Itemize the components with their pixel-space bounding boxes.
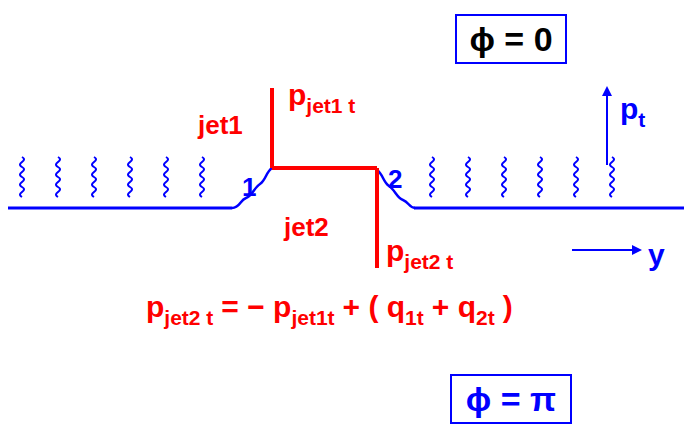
- momentum-formula: jet2 t: [164, 306, 213, 329]
- angle-label: ϕ = 0: [469, 22, 552, 56]
- momentum-formula: + q: [432, 290, 476, 323]
- momentum-formula: + ( q: [343, 290, 406, 323]
- jet-label: jet1: [198, 110, 243, 140]
- axis-label: p: [620, 92, 638, 125]
- angle-label: ϕ = π: [466, 382, 556, 416]
- momentum-formula: 2t: [476, 306, 495, 329]
- momentum-label: p: [288, 78, 306, 111]
- axis-label: y: [648, 238, 665, 271]
- vertex-number: 2: [388, 164, 402, 194]
- vertex-number: 1: [242, 172, 256, 202]
- phi-pi-box: ϕ = π: [450, 374, 572, 424]
- momentum-label-group: pjet1 t: [288, 80, 355, 116]
- momentum-label: jet2 t: [404, 250, 453, 273]
- vertex-number-group: 1: [242, 174, 256, 200]
- momentum-label-group: pjet2 t: [386, 236, 453, 272]
- momentum-formula: 1t: [405, 306, 424, 329]
- momentum-label: jet1 t: [306, 94, 355, 117]
- phi-zero-box: ϕ = 0: [455, 14, 567, 64]
- jet-label-group: jet2: [284, 214, 329, 240]
- momentum-formula: p: [146, 290, 164, 323]
- axis-label-group: pt: [620, 94, 645, 130]
- momentum-formula-group: pjet2 t = − pjet1t + ( q1t + q2t): [146, 292, 513, 328]
- momentum-label: p: [386, 234, 404, 267]
- momentum-formula: ): [503, 290, 513, 323]
- momentum-formula: = − p: [221, 290, 291, 323]
- vertex-number-group: 2: [388, 166, 402, 192]
- axis-label: t: [638, 108, 645, 131]
- momentum-formula: jet1t: [291, 306, 334, 329]
- jet-label: jet2: [284, 212, 329, 242]
- axis-label-group: y: [648, 240, 665, 270]
- jet-label-group: jet1: [198, 112, 243, 138]
